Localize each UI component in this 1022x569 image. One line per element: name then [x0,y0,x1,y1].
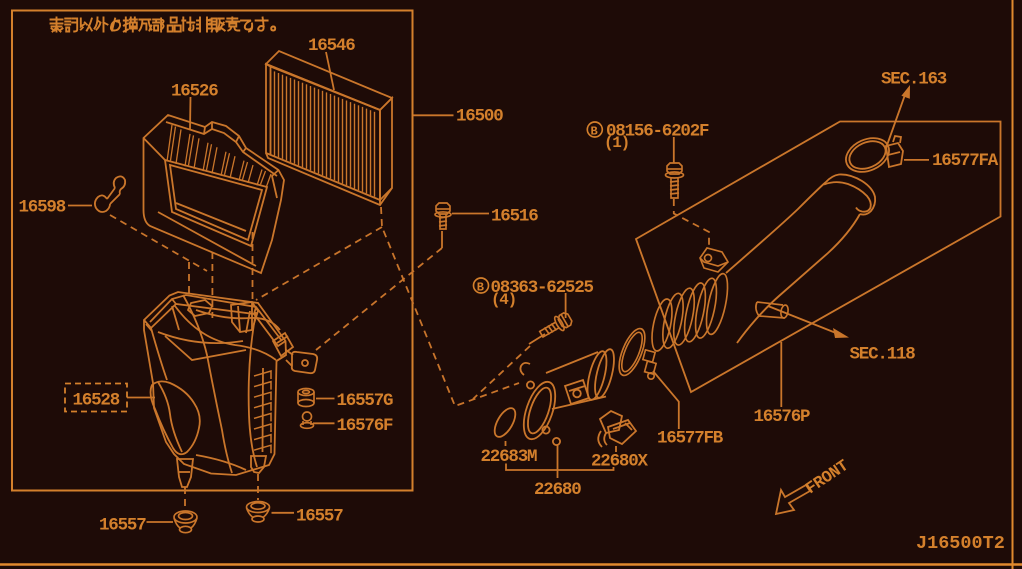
svg-text:16557G: 16557G [337,391,394,411]
svg-text:08363-62525: 08363-62525 [491,278,594,298]
svg-text:SEC.118: SEC.118 [850,345,916,365]
svg-text:22680: 22680 [534,480,581,500]
svg-text:16577FA: 16577FA [932,151,999,171]
svg-text:B: B [591,125,598,139]
svg-text:16598: 16598 [19,198,66,218]
svg-text:16576P: 16576P [754,407,811,427]
svg-text:16516: 16516 [491,207,538,227]
svg-text:(4): (4) [491,291,516,309]
svg-text:16528: 16528 [73,391,120,411]
svg-text:SEC.163: SEC.163 [881,70,947,90]
svg-text:08156-6202F: 08156-6202F [606,122,709,142]
svg-text:16546: 16546 [308,36,355,56]
svg-text:16577FB: 16577FB [657,429,724,449]
svg-text:16557: 16557 [296,507,343,527]
svg-text:22680X: 22680X [591,452,649,472]
svg-text:B: B [477,281,484,295]
svg-text:22683M: 22683M [481,447,538,467]
svg-text:16500: 16500 [456,107,503,127]
svg-text:16526: 16526 [171,82,218,102]
svg-text:J16500T2: J16500T2 [916,533,1005,554]
svg-text:16576F: 16576F [337,416,394,436]
svg-text:16557: 16557 [99,516,146,536]
svg-text:(1): (1) [604,134,629,152]
